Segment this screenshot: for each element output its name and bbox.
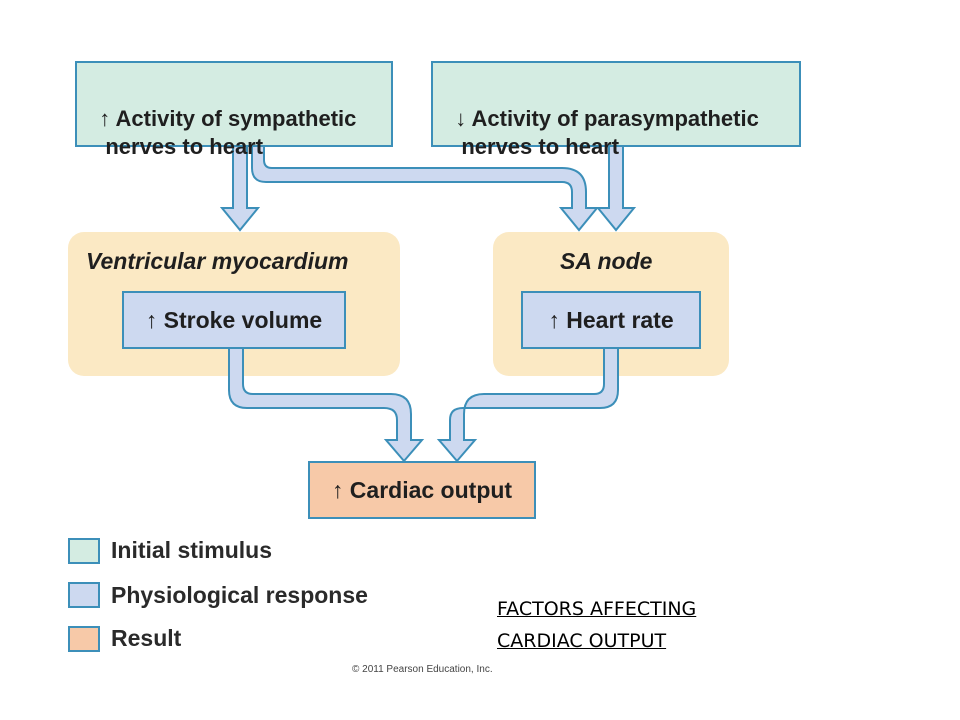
ventricular-myocardium-title: Ventricular myocardium bbox=[86, 248, 349, 274]
parasympathetic-activity-label: ↓ Activity of parasympathetic nerves to … bbox=[455, 106, 759, 159]
legend-label-result: Result bbox=[111, 625, 182, 651]
legend-label-physiological-response: Physiological response bbox=[111, 582, 368, 608]
cardiac-output-label: ↑ Cardiac output bbox=[331, 476, 513, 503]
arrow-stroke-volume-to-output bbox=[228, 347, 425, 463]
sympathetic-activity-box: ↑ Activity of sympathetic nerves to hear… bbox=[75, 61, 393, 159]
slide-title: FACTORS AFFECTING CARDIAC OUTPUT bbox=[497, 593, 696, 657]
legend-swatch-result bbox=[68, 626, 100, 652]
legend-swatch-physiological-response bbox=[68, 582, 100, 608]
cardiac-output-box: ↑ Cardiac output bbox=[308, 461, 536, 519]
sympathetic-activity-label: ↑ Activity of sympathetic nerves to hear… bbox=[99, 106, 357, 159]
arrow-sympathetic-to-ventricular bbox=[219, 145, 261, 232]
slide-title-line-1: FACTORS AFFECTING bbox=[497, 598, 697, 620]
slide-title-line-2: CARDIAC OUTPUT bbox=[497, 630, 667, 652]
parasympathetic-activity-box: ↓ Activity of parasympathetic nerves to … bbox=[431, 61, 801, 159]
legend-label-initial-stimulus: Initial stimulus bbox=[111, 537, 273, 563]
sa-node-title: SA node bbox=[560, 248, 653, 274]
legend-swatch-initial-stimulus bbox=[68, 538, 100, 564]
arrow-sympathetic-to-sa-node bbox=[251, 145, 600, 232]
heart-rate-label: ↑ Heart rate bbox=[548, 306, 674, 333]
stroke-volume-box: ↑ Stroke volume bbox=[122, 291, 346, 349]
arrow-parasympathetic-to-sa-node bbox=[595, 145, 637, 232]
copyright-notice: © 2011 Pearson Education, Inc. bbox=[352, 664, 493, 675]
heart-rate-box: ↑ Heart rate bbox=[521, 291, 701, 349]
stroke-volume-label: ↑ Stroke volume bbox=[145, 306, 323, 333]
arrow-heart-rate-to-output bbox=[436, 347, 619, 463]
